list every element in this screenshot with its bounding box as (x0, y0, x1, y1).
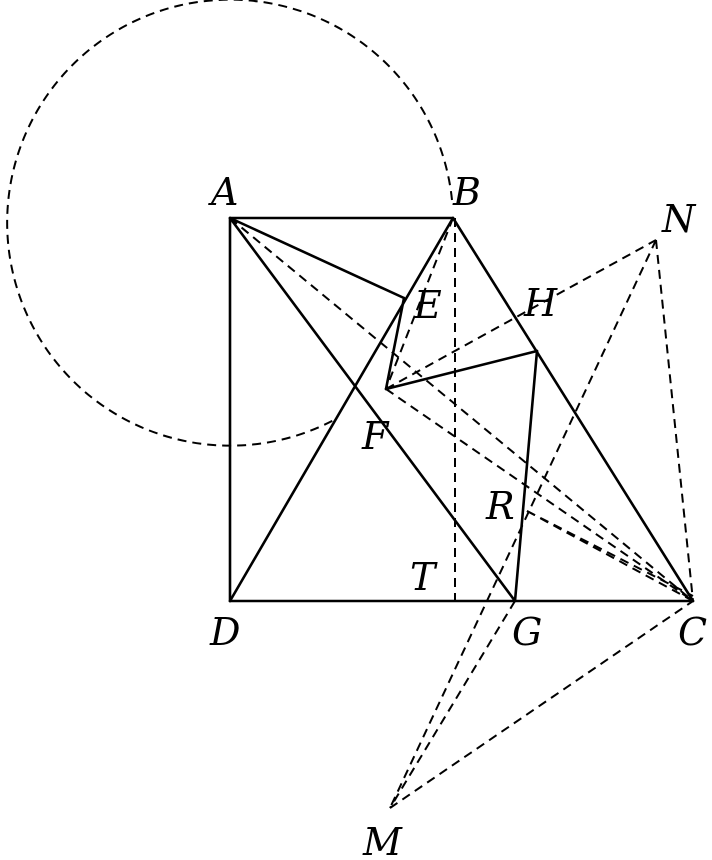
segment-rc (526, 510, 694, 602)
segment-nc (655, 239, 694, 602)
segment-fh (384, 349, 539, 391)
label-c: C (678, 610, 707, 654)
segment-db (228, 216, 455, 603)
label-a: A (208, 170, 238, 214)
segment-ef (384, 296, 406, 391)
label-t: T (410, 555, 438, 599)
dashed-lines (229, 217, 694, 809)
label-d: D (209, 610, 240, 654)
label-b: B (452, 170, 481, 214)
circle-arc (6, 0, 453, 447)
label-h: H (523, 281, 558, 325)
segment-fn (385, 239, 657, 390)
segment-mc (389, 600, 694, 809)
label-r: R (485, 484, 515, 528)
segment-ac (229, 217, 694, 602)
label-g: G (512, 610, 542, 654)
point-labels: A B N E H F R T D G C M (208, 170, 707, 860)
label-n: N (661, 197, 697, 241)
segment-rg-ext (526, 510, 694, 597)
segment-bc (451, 216, 695, 603)
segment-ae (228, 216, 406, 300)
label-m: M (362, 820, 403, 860)
segment-bf (385, 217, 454, 390)
label-f: F (361, 414, 390, 458)
label-e: E (413, 283, 442, 327)
solid-lines (228, 216, 695, 603)
segment-fc (385, 388, 694, 602)
segment-ag (228, 216, 517, 603)
segment-hg (513, 349, 539, 603)
segment-tm (389, 600, 516, 809)
